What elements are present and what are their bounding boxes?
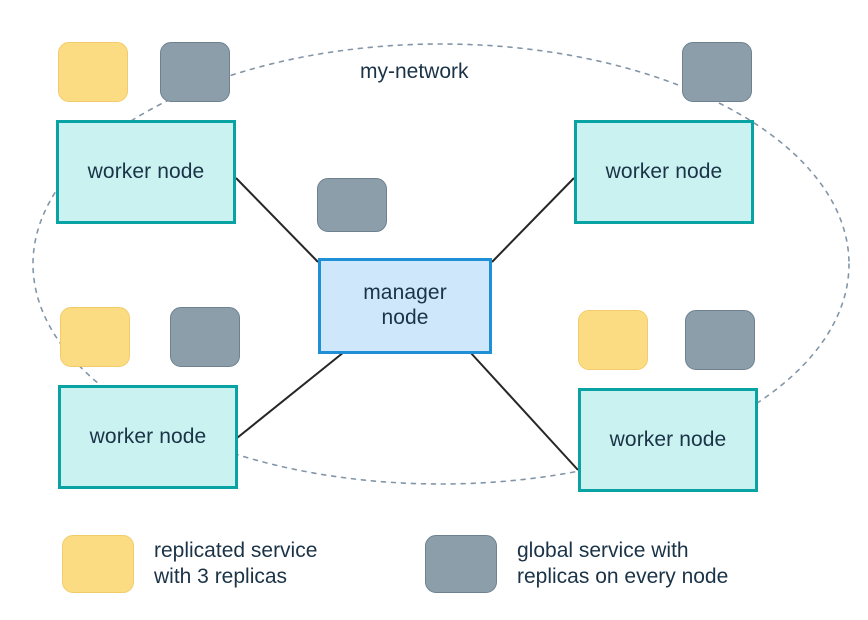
network-label: my-network — [360, 60, 469, 83]
manager-node-label: manager node — [363, 281, 447, 329]
worker-node-bottom-left[interactable]: worker node — [58, 385, 238, 489]
worker-node-top-right[interactable]: worker node — [574, 120, 754, 224]
legend-label-global: global service with replicas on every no… — [517, 538, 729, 588]
global-service-top-right[interactable] — [682, 42, 752, 102]
worker-node-top-right-label: worker node — [605, 159, 723, 183]
global-service-mid-left[interactable] — [170, 307, 240, 367]
global-service-mid-right[interactable] — [685, 310, 755, 370]
worker-node-bottom-right-label: worker node — [609, 427, 727, 451]
manager-node[interactable]: manager node — [318, 258, 492, 354]
legend-item-global: global service with replicas on every no… — [425, 535, 728, 593]
edge-manager-to-worker-bottom-right — [469, 351, 579, 471]
edge-manager-to-worker-top-left — [235, 177, 319, 263]
replicated-service-mid-left[interactable] — [60, 307, 130, 367]
legend-item-replicated: replicated service with 3 replicas — [62, 535, 317, 593]
global-service-top-left[interactable] — [160, 42, 230, 102]
edge-manager-to-worker-top-right — [491, 177, 575, 263]
replicated-service-top-left[interactable] — [58, 42, 128, 102]
legend-swatch-replicated-icon — [62, 535, 134, 593]
global-service-center[interactable] — [317, 178, 387, 232]
edge-manager-to-worker-bottom-left — [236, 351, 345, 439]
legend-swatch-global-icon — [425, 535, 497, 593]
worker-node-bottom-left-label: worker node — [89, 424, 207, 448]
worker-node-bottom-right[interactable]: worker node — [578, 388, 758, 492]
worker-node-top-left[interactable]: worker node — [56, 120, 236, 224]
replicated-service-mid-right[interactable] — [578, 310, 648, 370]
legend-label-replicated: replicated service with 3 replicas — [154, 538, 318, 588]
worker-node-top-left-label: worker node — [87, 159, 205, 183]
